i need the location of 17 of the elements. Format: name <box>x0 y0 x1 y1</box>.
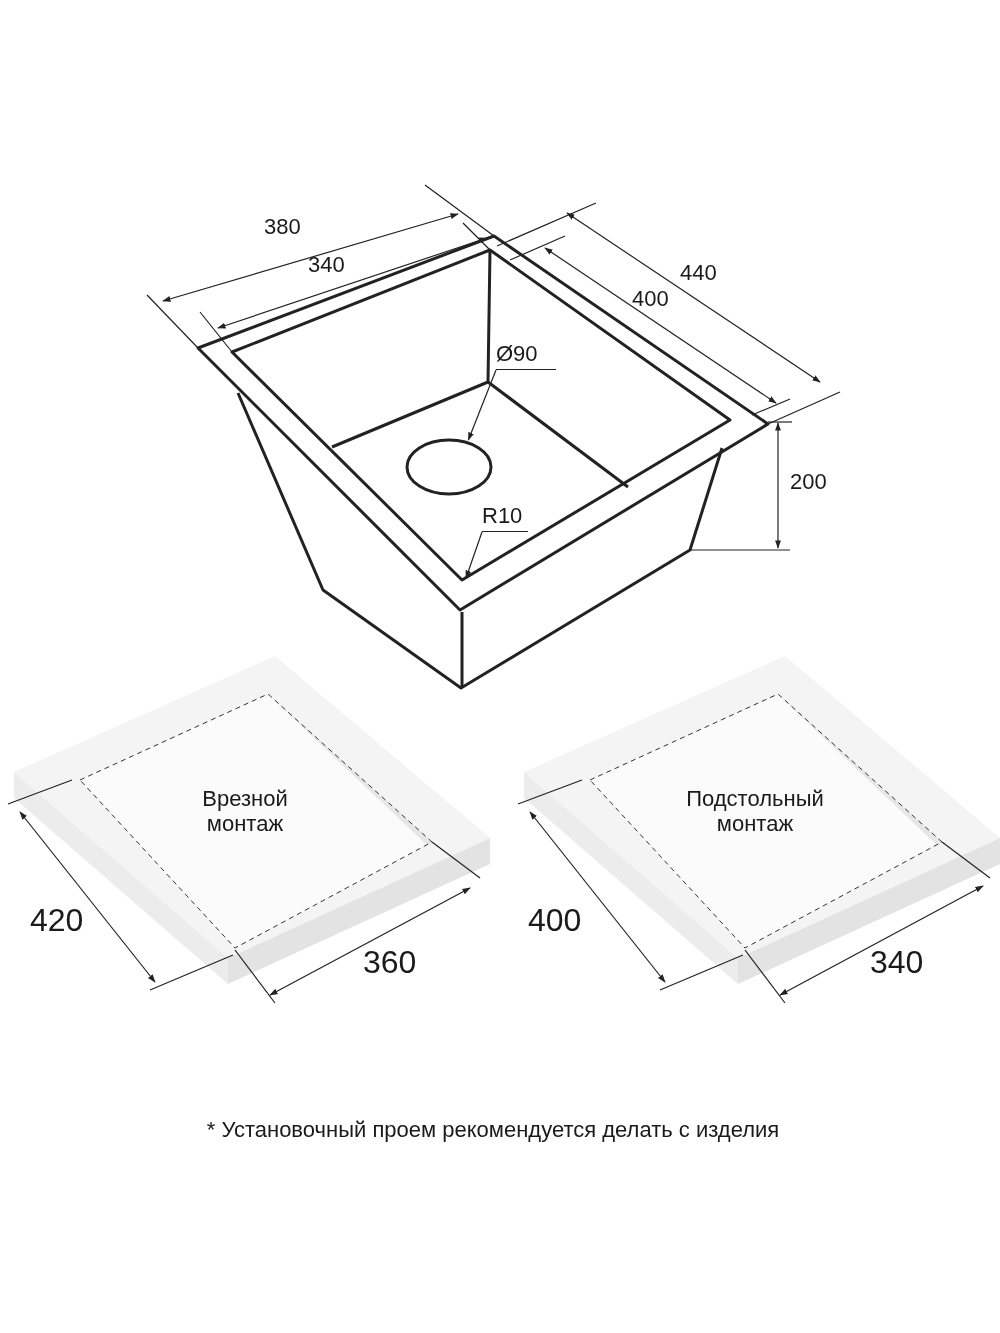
dimension-callout: Ø90 <box>496 340 556 370</box>
dimension-label: 400 <box>632 286 669 312</box>
footnote: * Установочный проем рекомендуется делать с изделия <box>205 1117 781 1143</box>
dimension-callout: R10 <box>482 502 528 532</box>
dimension-label: 380 <box>264 214 301 240</box>
dimension-label: 360 <box>363 944 417 981</box>
dimension-label: 420 <box>30 902 84 939</box>
leader-line <box>467 369 497 441</box>
dimension-label: 200 <box>790 469 827 495</box>
leader-line <box>465 531 483 579</box>
dimension-label: 340 <box>308 252 345 278</box>
dimension-label: 440 <box>680 260 717 286</box>
drain-hole <box>405 438 493 496</box>
dimension-label: 400 <box>528 902 582 939</box>
dimension-label: 340 <box>870 944 924 981</box>
mounting-label: Подстольный монтаж <box>685 786 825 837</box>
mounting-label: Врезной монтаж <box>201 786 289 837</box>
